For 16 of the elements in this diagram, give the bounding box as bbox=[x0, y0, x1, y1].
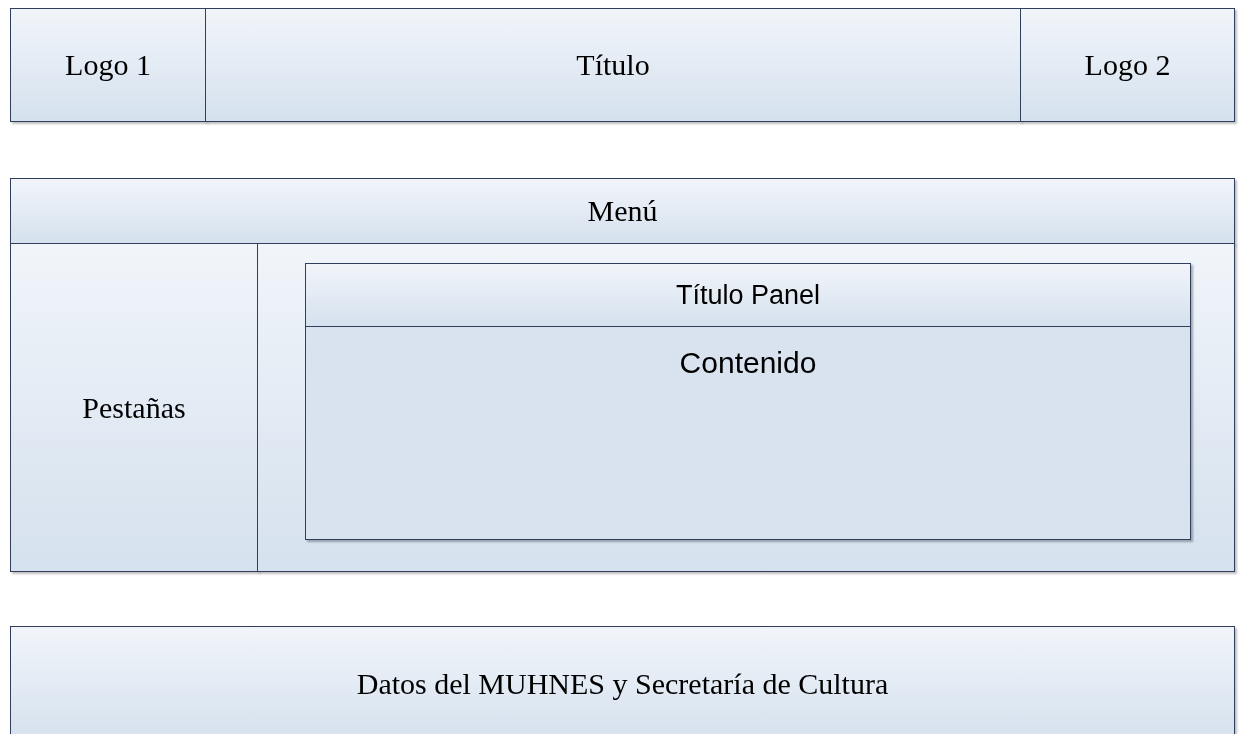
content-panel bbox=[305, 263, 1191, 540]
header-box bbox=[205, 8, 1021, 122]
header-box bbox=[1020, 8, 1235, 122]
tabs-panel bbox=[10, 243, 258, 572]
box-label: Pestañas bbox=[82, 390, 186, 425]
content-area bbox=[257, 243, 1235, 572]
box-label: Título bbox=[576, 48, 650, 82]
box-label: Logo 2 bbox=[1084, 48, 1171, 82]
header-box bbox=[10, 8, 206, 122]
box-label: Datos del MUHNES y Secretaría de Cultura bbox=[356, 666, 889, 701]
box-label: Logo 1 bbox=[65, 48, 151, 82]
box-label: Menú bbox=[587, 194, 658, 228]
panel-title: Título Panel bbox=[675, 279, 821, 311]
footer-box bbox=[10, 626, 1235, 734]
menu-bar bbox=[10, 178, 1235, 244]
panel-content-text: Contenido bbox=[679, 346, 817, 379]
